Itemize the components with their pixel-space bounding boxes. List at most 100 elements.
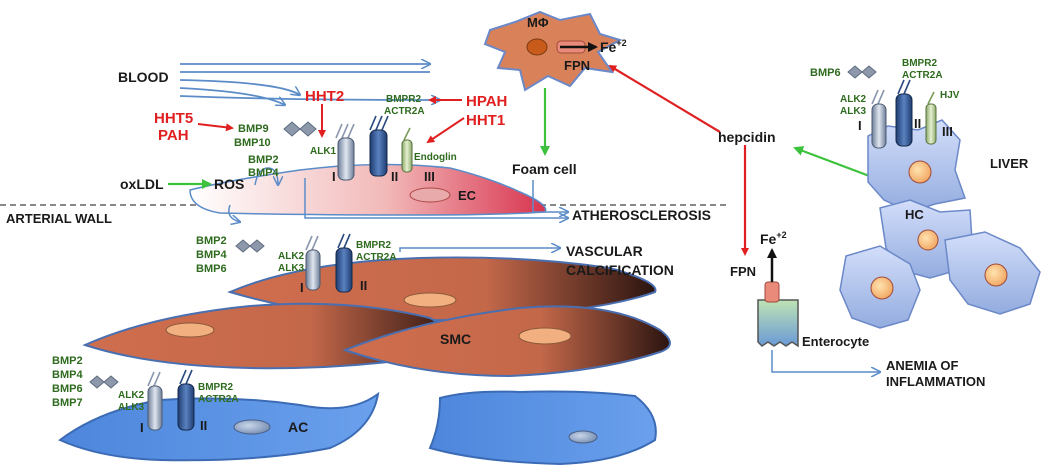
macrophage-cell [483, 10, 623, 92]
ec-receptor-endoglin [401, 127, 413, 173]
oxldl-label: oxLDL [120, 176, 164, 192]
liver-ligand-diamonds [847, 65, 877, 79]
atherosclerosis-label: ATHEROSCLEROSIS [572, 207, 711, 223]
smc-nucleus-right [518, 327, 572, 345]
ac-bmp6-label: BMP6 [52, 383, 83, 395]
anemia-label: ANEMIA OF [886, 358, 959, 373]
smc-receptor-alk [305, 235, 321, 291]
liver-alk3-label: ALK3 [840, 106, 867, 117]
hc-nucleus-bottom-right [984, 263, 1008, 287]
ac-bmp4-label: BMP4 [52, 369, 83, 381]
ec-receptor-alk1 [335, 123, 355, 181]
liver-roman-3: III [942, 124, 953, 139]
inflammation-label: INFLAMMATION [886, 374, 985, 389]
fpn-ent-label: FPN [730, 264, 756, 279]
macrophage-nucleus [526, 38, 548, 56]
ros-to-smc-arrow [228, 204, 240, 222]
calcification-label: CALCIFICATION [566, 262, 674, 278]
smc-nucleus-left [165, 322, 215, 338]
foam-cell-label: Foam cell [512, 161, 577, 177]
ac-actr2a-label: ACTR2A [198, 394, 239, 405]
ac-nucleus [233, 419, 271, 435]
enterocyte-label: Enterocyte [802, 334, 869, 349]
fpn-enterocyte-channel [764, 281, 780, 303]
bmpr2-ec-label: BMPR2 [386, 94, 421, 105]
smc-alk2-label: ALK2 [278, 251, 305, 262]
hht5-label: HHT5 [154, 110, 193, 127]
hepcidin-to-fpn-top-arrow [608, 64, 721, 133]
ec-bmp4-label: BMP4 [248, 167, 279, 179]
vascular-label: VASCULAR [566, 243, 643, 259]
liver-receptor-bmpr2 [895, 79, 913, 147]
fe-top-label: Fe+2 [600, 38, 627, 55]
smc-label: SMC [440, 331, 471, 347]
hc-nucleus-bottom-left [870, 276, 894, 300]
ac-ligand-diamonds [89, 375, 119, 389]
ac-cell-right [428, 390, 657, 466]
hc-nucleus-mid [917, 229, 939, 251]
liver-receptor-hjv [925, 91, 937, 145]
ac-bmp2-label: BMP2 [52, 355, 83, 367]
liver-alk2-label: ALK2 [840, 94, 867, 105]
enterocyte-to-anemia-arrow [771, 350, 880, 372]
hc-label: HC [905, 207, 924, 222]
hht2-label: HHT2 [305, 88, 344, 105]
ac-bmp7-label: BMP7 [52, 397, 83, 409]
macrophage-label: MΦ [527, 15, 549, 30]
liver-bmp6-label: BMP6 [810, 67, 841, 79]
hht5-arrow [197, 123, 234, 132]
bmp10-label: BMP10 [234, 137, 271, 149]
smc-alk3-label: ALK3 [278, 263, 305, 274]
ac-receptor-bmpr2 [177, 369, 195, 431]
ec-label: EC [458, 188, 477, 203]
ac-receptor-alk [147, 371, 163, 431]
smc-cell-right [342, 305, 671, 378]
ac-bmpr2-label: BMPR2 [198, 382, 233, 393]
ac-roman-1: I [140, 420, 144, 435]
pah-label: PAH [158, 127, 189, 144]
ec-roman-3: III [424, 169, 435, 184]
liver-to-hepcidin-arrow [793, 146, 881, 182]
hpah-label: HPAH [466, 93, 507, 110]
smc-receptor-bmpr2 [335, 233, 353, 293]
ec-receptor-bmpr2 [369, 115, 389, 177]
ac-alk2-label: ALK2 [118, 390, 145, 401]
hc-nucleus-top [908, 160, 932, 184]
ac-label: AC [288, 419, 308, 435]
alk1-label: ALK1 [310, 146, 337, 157]
ac-roman-2: II [200, 418, 207, 433]
arterial-wall-label: ARTERIAL WALL [6, 211, 112, 226]
ec-roman-2: II [391, 169, 398, 184]
hjv-label: HJV [940, 90, 960, 101]
blood-arrows [179, 64, 440, 105]
endoglin-label: Endoglin [414, 152, 457, 163]
bmp9-ligand-diamonds [283, 121, 317, 137]
smc-bmp2-label: BMP2 [196, 235, 227, 247]
ac-right-nucleus [568, 430, 598, 444]
smc-nucleus-top [403, 292, 457, 308]
ec-nucleus [409, 187, 451, 203]
smc-bmpr2-label: BMPR2 [356, 240, 391, 251]
hht1-label: HHT1 [466, 112, 505, 129]
ec-roman-1: I [332, 169, 336, 184]
ros-label: ROS [214, 176, 244, 192]
hepcidin-label: hepcidin [718, 129, 776, 145]
fpn-top-label: FPN [564, 58, 590, 73]
smc-bmp4-label: BMP4 [196, 249, 227, 261]
smc-to-calcification-arrow [399, 248, 560, 252]
smc-roman-1: I [300, 280, 304, 295]
enterocyte-cell [757, 299, 799, 348]
ec-bmp2-label: BMP2 [248, 154, 279, 166]
liver-receptor-alk [871, 89, 887, 149]
liver-roman-2: II [914, 116, 921, 131]
smc-ligand-diamonds [235, 239, 265, 253]
liver-actr2a-label: ACTR2A [902, 70, 943, 81]
ec-to-atherosclerosis-arrow [304, 178, 568, 218]
ac-alk3-label: ALK3 [118, 402, 145, 413]
liver-label: LIVER [990, 156, 1029, 171]
smc-roman-2: II [360, 278, 367, 293]
smc-bmp6-label: BMP6 [196, 263, 227, 275]
liver-roman-1: I [858, 118, 862, 133]
actr2a-ec-label: ACTR2A [384, 106, 425, 117]
